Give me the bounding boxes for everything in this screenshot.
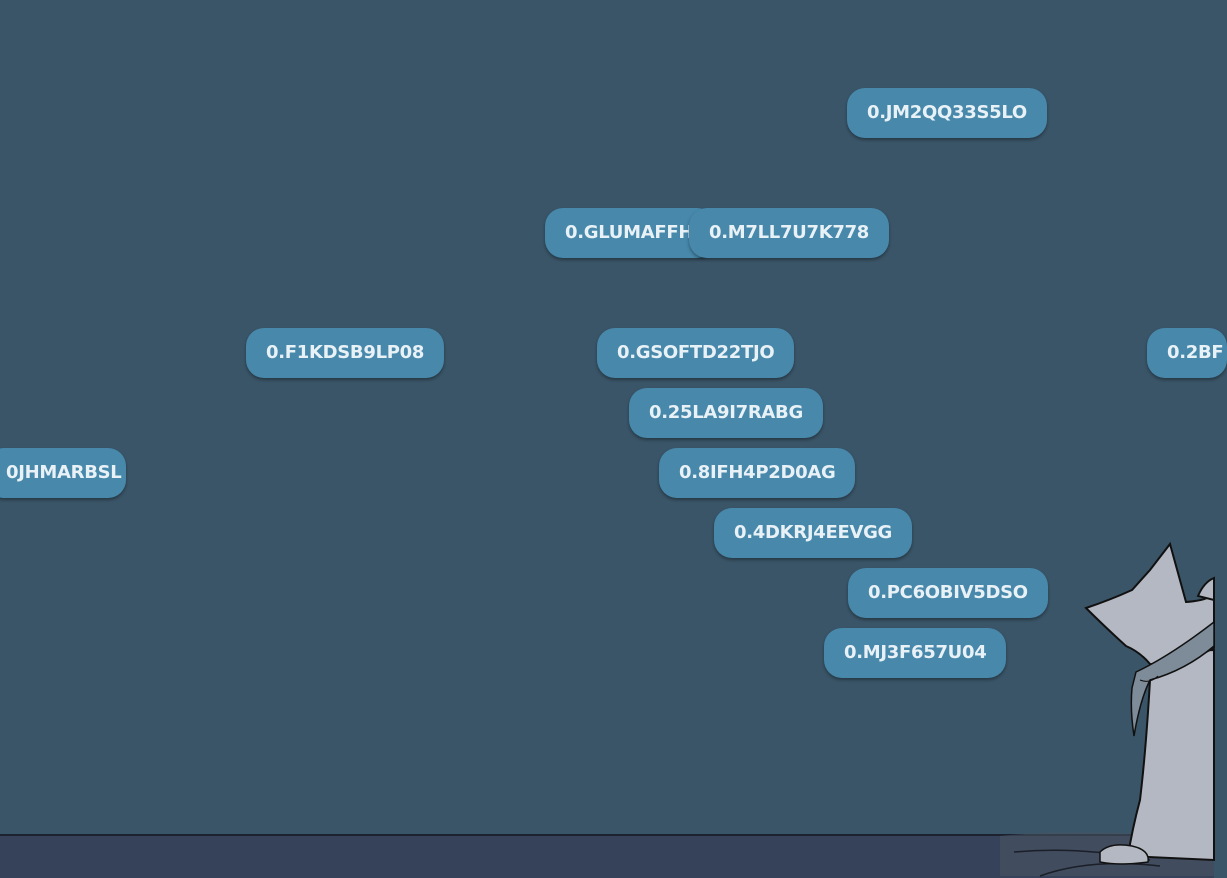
token-button[interactable]: 0JHMARBSL [0, 448, 126, 498]
token-button[interactable]: 0.4DKRJ4EEVGG [714, 508, 913, 558]
cat-illustration-icon [1000, 541, 1215, 877]
token-button[interactable]: 0.25LA9I7RABG [629, 388, 823, 438]
token-button[interactable]: 0.GLUMAFFHA [545, 208, 715, 258]
token-button[interactable]: 0.GSOFTD22TJO [597, 328, 795, 378]
token-button[interactable]: 0.8IFH4P2D0AG [659, 448, 856, 498]
token-button[interactable]: 0.2BF [1147, 328, 1227, 378]
token-button[interactable]: 0.JM2QQ33S5LO [847, 88, 1047, 138]
token-button[interactable]: 0.MJ3F657U04 [824, 628, 1007, 678]
token-button[interactable]: 0.F1KDSB9LP08 [246, 328, 445, 378]
token-button[interactable]: 0.M7LL7U7K778 [689, 208, 890, 258]
token-button[interactable]: 0.PC6OBIV5DSO [848, 568, 1048, 618]
